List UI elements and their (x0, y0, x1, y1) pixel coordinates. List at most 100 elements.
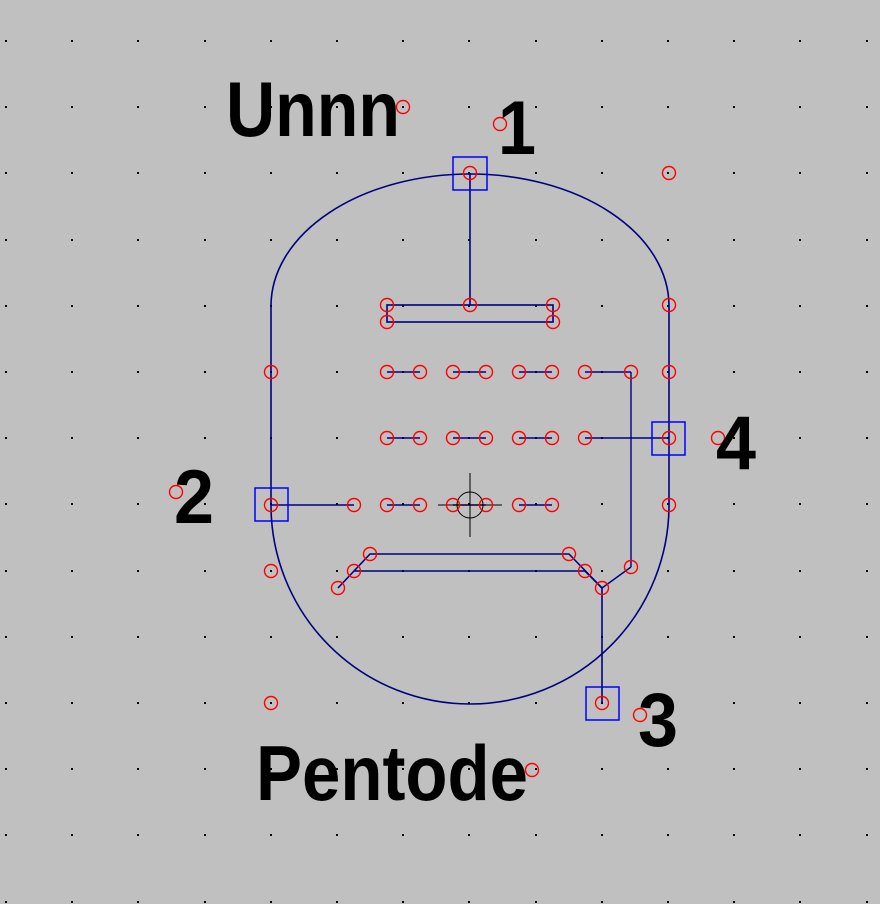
grid-dot (866, 437, 868, 439)
junction-marker[interactable] (263, 563, 279, 579)
junction-marker[interactable] (395, 99, 411, 115)
junction-marker[interactable] (661, 297, 677, 313)
grid-dot (336, 768, 338, 770)
grid-dot (733, 636, 735, 638)
grid-dot (336, 305, 338, 307)
junction-marker[interactable] (263, 497, 279, 513)
junction-marker[interactable] (710, 430, 726, 446)
grid-dot (535, 636, 537, 638)
junction-marker[interactable] (623, 364, 639, 380)
pin-2-box[interactable] (254, 487, 289, 522)
junction-marker[interactable] (445, 497, 461, 513)
grid-dot (336, 901, 338, 903)
junction-marker[interactable] (412, 364, 428, 380)
junction-marker[interactable] (511, 497, 527, 513)
grid-dot (336, 702, 338, 704)
grid-dot (667, 570, 669, 572)
grid-dot (402, 40, 404, 42)
junction-marker[interactable] (412, 430, 428, 446)
pin-1-box[interactable] (452, 156, 488, 191)
junction-marker[interactable] (478, 364, 494, 380)
junction-marker[interactable] (544, 364, 560, 380)
grid-dot (71, 106, 73, 108)
grid-dot (270, 636, 272, 638)
junction-marker[interactable] (577, 364, 593, 380)
grid-dot (336, 40, 338, 42)
grid-dot (799, 106, 801, 108)
grid-dot (137, 305, 139, 307)
grid-dot (336, 239, 338, 241)
junction-marker[interactable] (330, 580, 346, 596)
junction-marker[interactable] (661, 430, 677, 446)
junction-marker[interactable] (379, 497, 395, 513)
junction-marker[interactable] (445, 430, 461, 446)
junction-marker[interactable] (379, 430, 395, 446)
junction-marker[interactable] (544, 497, 560, 513)
pin-3-number[interactable]: 3 (638, 678, 678, 763)
grid-dot (799, 636, 801, 638)
grid-dot (402, 106, 404, 108)
plate-electrode[interactable] (386, 173, 554, 323)
grid-dot (402, 305, 404, 307)
junction-marker[interactable] (478, 430, 494, 446)
junction-marker[interactable] (545, 297, 561, 313)
pin-4-number[interactable]: 4 (716, 401, 756, 486)
grid-dot (5, 901, 7, 903)
pin-3-box[interactable] (585, 686, 620, 721)
grid-dot (468, 834, 470, 836)
grid-dot (601, 834, 603, 836)
junction-marker[interactable] (545, 314, 561, 330)
junction-marker[interactable] (412, 497, 428, 513)
junction-marker[interactable] (524, 762, 540, 778)
grid-dot (799, 702, 801, 704)
junction-marker[interactable] (661, 364, 677, 380)
grid-dot (601, 503, 603, 505)
junction-marker[interactable] (168, 484, 184, 500)
grid-dot (733, 305, 735, 307)
cathode-electrode[interactable] (337, 553, 603, 703)
pin-4-box[interactable] (651, 421, 686, 456)
junction-marker[interactable] (623, 559, 639, 575)
grid-dot (204, 40, 206, 42)
junction-marker[interactable] (379, 297, 395, 313)
grid-dot (137, 239, 139, 241)
junction-marker[interactable] (511, 430, 527, 446)
junction-marker[interactable] (379, 364, 395, 380)
junction-marker[interactable] (594, 695, 610, 711)
grid-dot (204, 172, 206, 174)
junction-marker[interactable] (661, 497, 677, 513)
grid-dot (5, 702, 7, 704)
grid-dot (535, 305, 537, 307)
junction-marker[interactable] (379, 314, 395, 330)
junction-marker[interactable] (346, 563, 362, 579)
component-name-label[interactable]: Unnn (226, 65, 400, 153)
grid-dot (402, 702, 404, 704)
junction-marker[interactable] (263, 695, 279, 711)
junction-marker[interactable] (594, 580, 610, 596)
suppressor-grid[interactable] (387, 371, 632, 589)
junction-marker[interactable] (661, 165, 677, 181)
component-value-label[interactable]: Pentode (256, 729, 528, 817)
junction-marker[interactable] (632, 707, 648, 723)
junction-marker[interactable] (492, 116, 508, 132)
junction-marker[interactable] (362, 546, 378, 562)
junction-marker[interactable] (561, 546, 577, 562)
grid-dot (270, 768, 272, 770)
junction-marker[interactable] (511, 364, 527, 380)
junction-marker[interactable] (462, 297, 478, 313)
grid-dot (733, 834, 735, 836)
junction-marker[interactable] (346, 497, 362, 513)
junction-marker[interactable] (445, 364, 461, 380)
junction-marker[interactable] (478, 497, 494, 513)
junction-marker[interactable] (577, 563, 593, 579)
junction-marker[interactable] (263, 364, 279, 380)
pin-2-number[interactable]: 2 (174, 455, 214, 540)
junction-marker[interactable] (577, 430, 593, 446)
pin-1-number[interactable]: 1 (498, 86, 536, 171)
junction-marker[interactable] (544, 430, 560, 446)
grid-dots (5, 40, 868, 903)
junction-marker[interactable] (462, 165, 478, 181)
grid-dot (5, 834, 7, 836)
tube-envelope[interactable] (270, 173, 670, 705)
